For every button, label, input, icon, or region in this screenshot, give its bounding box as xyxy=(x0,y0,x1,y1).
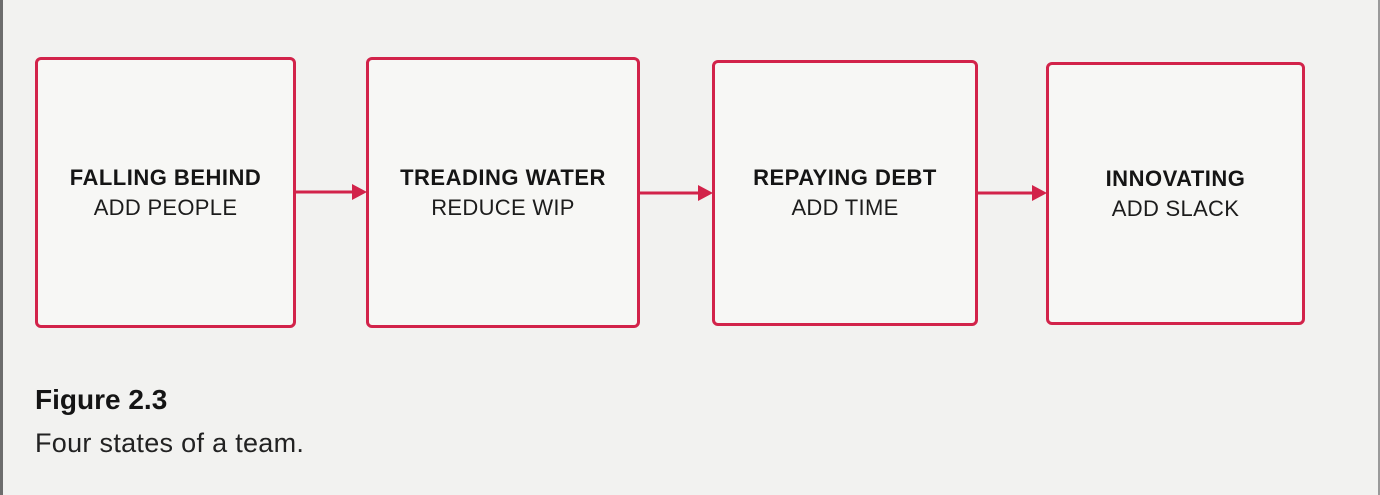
state-action: REDUCE WIP xyxy=(431,194,575,220)
state-title: INNOVATING xyxy=(1105,165,1246,191)
figure-label: Figure 2.3 xyxy=(35,384,168,415)
arrow-1 xyxy=(296,184,367,200)
page-edge-left xyxy=(0,0,3,495)
state-action: ADD TIME xyxy=(791,195,899,220)
state-box-repaying-debt: REPAYING DEBT ADD TIME xyxy=(712,60,978,326)
state-box-innovating: INNOVATING ADD SLACK xyxy=(1046,62,1305,325)
arrow-2 xyxy=(640,185,713,201)
team-states-diagram: FALLING BEHIND ADD PEOPLE TREADING WATER… xyxy=(35,57,1305,328)
state-action: ADD PEOPLE xyxy=(93,194,238,220)
page-edge-right xyxy=(1378,0,1380,495)
state-title: REPAYING DEBT xyxy=(753,165,937,190)
state-action: ADD SLACK xyxy=(1111,195,1240,221)
state-box-falling-behind: FALLING BEHIND ADD PEOPLE xyxy=(35,57,296,328)
arrow-3 xyxy=(978,185,1047,201)
state-title: FALLING BEHIND xyxy=(69,164,262,190)
figure-caption: Four states of a team. xyxy=(35,428,305,458)
state-box-treading-water: TREADING WATER REDUCE WIP xyxy=(366,57,640,328)
state-title: TREADING WATER xyxy=(400,164,606,190)
